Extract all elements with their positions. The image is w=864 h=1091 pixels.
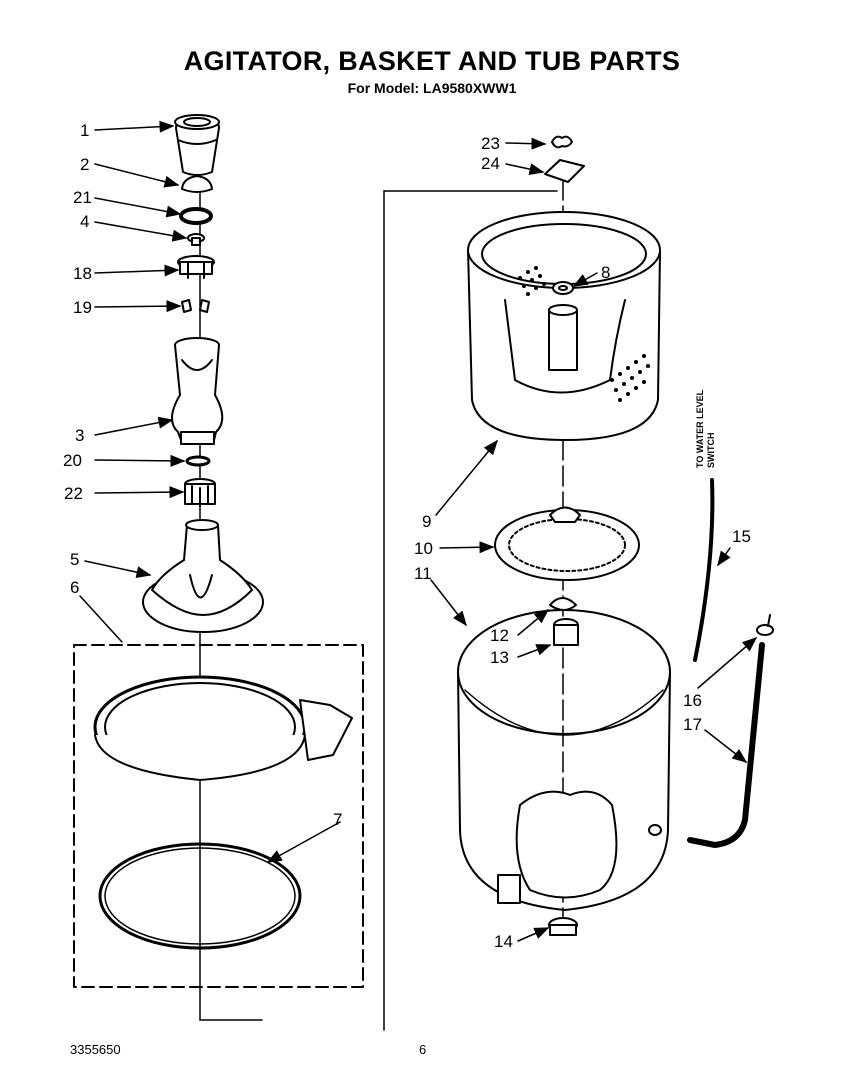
part-5-agitator-base [142,519,264,633]
callout-17: 17 [683,715,702,734]
callout-20: 20 [63,451,82,470]
part-20-seal [185,455,211,467]
document-number: 3355650 [70,1042,121,1057]
part-1-dispenser-cup [174,114,220,176]
page-number: 6 [419,1042,427,1057]
part-10-drive-hub [494,506,640,581]
model-subtitle: For Model: LA9580XWW1 [347,80,517,96]
part-21-ring [179,207,213,225]
callout-24: 24 [481,154,500,173]
callout-10: 10 [414,539,433,558]
side-note-line1: TO WATER LEVEL [695,389,705,468]
callout-23: 23 [481,134,500,153]
callout-5: 5 [70,550,80,569]
callout-16: 16 [683,691,702,710]
part-19-dogs [181,299,210,313]
callout-13: 13 [490,648,509,667]
part-24-nut-plate [544,159,585,183]
part-8-hub-nut [552,281,574,295]
callout-21: 21 [73,188,92,207]
callout-22: 22 [64,484,83,503]
part-16-clamp [756,614,774,636]
callout-18: 18 [73,264,92,283]
part-4-bolt [187,233,205,246]
callout-3: 3 [75,426,85,445]
part-2-cap [181,175,213,193]
side-note-line2: SWITCH [706,432,716,469]
callout-1: 1 [80,121,90,140]
callout-11: 11 [414,564,432,583]
callout-15: 15 [732,527,751,546]
part-7-seal-ring [98,842,302,950]
water-level-switch-note: TO WATER LEVEL SWITCH [695,378,716,469]
part-22-clutch [184,478,216,507]
callout-12: 12 [490,626,509,645]
callout-8: 8 [601,263,611,282]
callout-2: 2 [80,155,90,174]
page-title: AGITATOR, BASKET AND TUB PARTS [183,46,681,76]
callout-leaders [79,120,758,942]
part-3-agitator-extension [171,337,224,445]
part-11-outer-tub [457,609,671,911]
part-18-cam [177,255,215,279]
part-23-clip [551,135,573,149]
part-15-hose [693,478,715,662]
basket-perforations [518,266,650,402]
callout-14: 14 [494,932,513,951]
part-14-fitting [548,917,578,936]
part-9-basket [467,211,661,441]
part-12-spring [549,597,577,611]
callout-4: 4 [80,212,90,231]
part-17-drain-hose [687,642,765,848]
callout-19: 19 [73,298,92,317]
callout-7: 7 [333,810,343,829]
tub-ring-group-box [73,644,364,988]
callout-6: 6 [70,578,80,597]
part-6-tub-ring [93,675,353,781]
part-13-bearing [553,618,579,646]
callout-9: 9 [422,512,432,531]
